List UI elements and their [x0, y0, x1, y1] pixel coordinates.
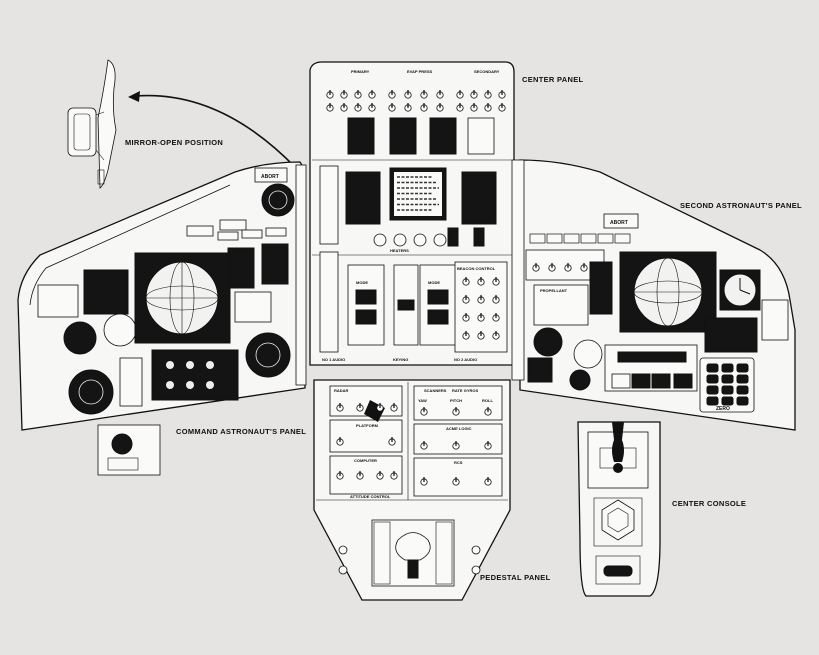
- mirror-assembly: [67, 59, 297, 189]
- callout-command-astronaut: COMMAND ASTRONAUT'S PANEL: [176, 427, 306, 436]
- keypad-key[interactable]: [706, 396, 719, 406]
- keypad-key[interactable]: [706, 385, 719, 395]
- label-scanners: SCANNERS: [424, 388, 447, 393]
- callout-center-console: CENTER CONSOLE: [672, 499, 746, 508]
- keypad-key[interactable]: [736, 385, 749, 395]
- callout-mirror-open: MIRROR-OPEN POSITION: [125, 138, 223, 147]
- callout-second-astronaut: SECOND ASTRONAUT'S PANEL: [680, 201, 802, 210]
- keypad-key[interactable]: [706, 374, 719, 384]
- thruster-label-box: [563, 233, 580, 244]
- command-astronaut-panel: [17, 161, 307, 476]
- label-platform: PLATFORM: [356, 423, 379, 428]
- center-console: [577, 421, 661, 597]
- zero-button[interactable]: ZERO: [716, 406, 730, 412]
- label-secondary: SECONDARY: [474, 69, 500, 74]
- thruster-label-box: [614, 233, 631, 244]
- label-rate-gyros: RATE GYROS: [452, 388, 478, 393]
- label-rcs: RCS: [454, 460, 463, 465]
- label-acme-logic: ACME LOGIC: [446, 426, 472, 431]
- abort-button-right[interactable]: ABORT: [610, 220, 628, 226]
- label-evap-press: EVAP PRESS: [407, 69, 433, 74]
- thruster-label-box: [546, 233, 563, 244]
- label-heaters: HEATERS: [390, 248, 409, 253]
- label-primary: PRIMARY: [351, 69, 370, 74]
- pedestal-panel: [313, 379, 511, 601]
- callout-center-panel: CENTER PANEL: [522, 75, 583, 84]
- center-panel: [309, 61, 515, 366]
- label-mode-left: MODE: [356, 280, 368, 285]
- label-radar: RADAR: [334, 388, 349, 393]
- label-computer: COMPUTER: [354, 458, 377, 463]
- abort-button-left[interactable]: ABORT: [261, 174, 279, 180]
- thruster-label-box: [580, 233, 597, 244]
- label-no1-audio: NO 1 AUDIO: [322, 357, 345, 362]
- label-attitude-control: ATTITUDE CONTROL: [350, 494, 391, 499]
- keypad-key[interactable]: [721, 385, 734, 395]
- label-mode-right: MODE: [428, 280, 440, 285]
- keypad-key[interactable]: [736, 374, 749, 384]
- thruster-label-box: [597, 233, 614, 244]
- keypad-key[interactable]: [721, 396, 734, 406]
- label-keying: KEYING: [393, 357, 408, 362]
- keypad-key[interactable]: [736, 396, 749, 406]
- keypad-key[interactable]: [721, 374, 734, 384]
- label-yaw: YAW: [418, 398, 427, 403]
- label-roll: ROLL: [482, 398, 493, 403]
- keypad-key[interactable]: [706, 363, 719, 373]
- keypad-key[interactable]: [736, 363, 749, 373]
- thruster-label-box: [529, 233, 546, 244]
- second-astronaut-panel: [511, 159, 796, 431]
- callout-pedestal-panel: PEDESTAL PANEL: [480, 573, 551, 582]
- keypad-key[interactable]: [721, 363, 734, 373]
- label-propellant: PROPELLANT: [540, 288, 568, 293]
- label-no2-audio: NO 2 AUDIO: [454, 357, 477, 362]
- label-pitch: PITCH: [450, 398, 462, 403]
- label-beacon: BEACON CONTROL: [457, 266, 496, 271]
